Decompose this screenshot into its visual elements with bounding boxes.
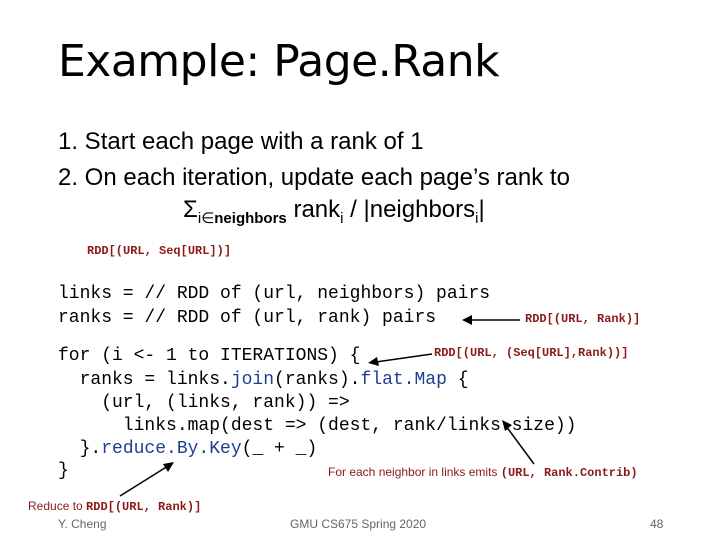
reduce-note-prefix: Reduce to — [28, 499, 87, 513]
join-arrow-icon — [368, 353, 433, 366]
formula-rank-sub: i — [340, 209, 344, 227]
ranks-arrow-icon — [462, 315, 520, 325]
formula-elem: ∈ — [201, 209, 215, 227]
code-line-4: ranks = links.join(ranks).flat.Map { — [58, 370, 469, 390]
bullet-1: 1. Start each page with a rank of 1 — [58, 128, 424, 155]
code-line-3: for (i <- 1 to ITERATIONS) { — [58, 346, 361, 366]
code-line-5: (url, (links, rank)) => — [58, 393, 350, 413]
rank-formula: Σi∈neighbors ranki / |neighborsi| — [183, 196, 485, 227]
flatmap-note-type: (URL, Rank.Contrib) — [500, 466, 638, 480]
flatmap-keyword: flat.Map — [360, 370, 447, 390]
formula-neighbors-sub: i — [475, 209, 479, 227]
code-line-7: }.reduce.By.Key(_ + _) — [58, 439, 318, 459]
reduce-note-type: RDD[(URL, Rank)] — [86, 500, 202, 514]
formula-bar: | — [478, 196, 485, 223]
code-line-4-b: (ranks). — [274, 370, 361, 390]
reduce-arrow-icon — [119, 462, 174, 497]
formula-sub-i: i — [197, 209, 202, 227]
footer-course: GMU CS675 Spring 2020 — [290, 517, 427, 531]
page-number: 48 — [650, 517, 664, 531]
formula-divide: / |neighbors — [343, 196, 476, 223]
flatmap-note-prefix: For each neighbor in links emits — [328, 465, 501, 479]
footer-author: Y. Cheng — [58, 517, 107, 531]
join-keyword: join — [230, 370, 275, 390]
code-line-2: ranks = // RDD of (url, rank) pairs — [58, 308, 437, 328]
bullet-2: 2. On each iteration, update each page’s… — [58, 164, 570, 191]
code-line-7-b: (_ + _) — [241, 439, 318, 459]
code-line-4-c: { — [446, 370, 469, 390]
join-type-annotation: RDD[(URL, (Seq[URL],Rank))] — [434, 346, 629, 360]
code-line-7-a: }. — [58, 439, 102, 459]
flatmap-arrow-icon — [502, 420, 535, 465]
sigma-symbol: Σ — [183, 196, 198, 223]
formula-rank: rank — [286, 196, 341, 223]
links-type-annotation: RDD[(URL, Seq[URL])] — [87, 244, 232, 258]
code-line-4-a: ranks = links. — [58, 370, 231, 390]
code-line-1: links = // RDD of (url, neighbors) pairs — [58, 284, 491, 304]
formula-sub-neighbors: neighbors — [214, 209, 287, 227]
reducebykey-keyword: reduce.By.Key — [101, 439, 242, 459]
slide-title: Example: Page.Rank — [58, 36, 500, 87]
code-line-6: links.map(dest => (dest, rank/links.size… — [58, 416, 577, 436]
reduce-note: Reduce to RDD[(URL, Rank)] — [28, 499, 201, 514]
ranks-type-annotation: RDD[(URL, Rank)] — [525, 312, 641, 326]
flatmap-note: For each neighbor in links emits (URL, R… — [328, 465, 638, 480]
code-line-8: } — [58, 461, 69, 481]
